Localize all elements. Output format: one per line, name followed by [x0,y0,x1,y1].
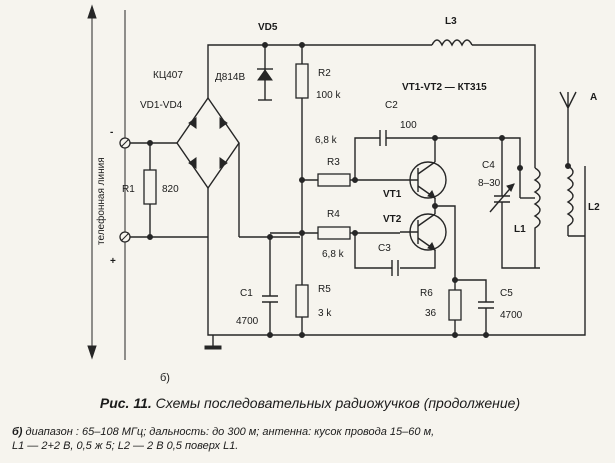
figure-sub-label: б) [160,372,170,384]
bridge-ref-label: VD1-VD4 [140,100,183,111]
c5-value: 4700 [500,310,523,321]
c1-value: 4700 [236,316,259,327]
r2-ref: R2 [318,68,331,79]
circuit-schematic: телефонная линия - + R1 820 КЦ407 VD1-VD… [87,4,600,360]
phone-line-arrow [87,4,97,360]
transistors-type-label: VT1-VT2 — КТ315 [402,82,487,93]
resistor-r4 [317,226,351,240]
resistor-r5 [295,284,309,318]
r1-value: 820 [162,184,179,195]
c3-ref: C3 [378,243,391,254]
c4-value: 8–30 [478,178,501,189]
zener-ref-label: VD5 [258,22,278,33]
l1-label: L1 [514,224,526,235]
r6-ref: R6 [420,288,433,299]
vt2-label: VT2 [383,214,402,225]
terminal-plus-label: + [110,256,116,267]
r5-value: 3 k [318,308,332,319]
c1-ref: C1 [240,288,253,299]
terminal-minus-label: - [110,127,113,138]
antenna [559,91,577,166]
bridge-type-label: КЦ407 [153,70,183,81]
ground-symbol [204,345,222,350]
notes-label: б) [12,426,23,438]
zener-vd5 [257,69,273,81]
phone-line-label: телефонная линия [95,157,107,245]
l2-label: L2 [588,202,600,213]
r3-ref: R3 [327,157,340,168]
junction-dots [147,42,571,338]
caption-number: Рис. 11. [99,395,152,411]
c2-ref: C2 [385,100,398,111]
l3-label: L3 [445,16,457,27]
c5-ref: C5 [500,288,513,299]
transistor-vt1 [400,161,447,199]
r3-value: 6,8 k [315,135,338,146]
inductor-l3 [431,39,473,47]
r4-ref: R4 [327,209,340,220]
inductor-l2 [566,165,574,236]
inductor-l1 [533,167,541,268]
figure-caption: Рис. 11. Схемы последовательных радиожуч… [10,395,610,411]
transistor-vt2 [400,213,447,251]
r5-ref: R5 [318,284,331,295]
r2-value: 100 k [316,90,341,101]
notes-line-2: L1 — 2+2 В, 0,5 ж 5; L2 — 2 В 0,5 поверх… [12,440,239,452]
vt1-label: VT1 [383,189,402,200]
resistor-r1 [143,169,157,205]
r4-value: 6,8 k [322,249,345,260]
c4-ref: C4 [482,160,495,171]
diode-bridge [176,96,240,190]
caption-text: Схемы последовательных радиожучков (прод… [155,395,521,411]
capacitor-c4 [494,138,540,269]
resistor-r3 [317,173,351,187]
antenna-label: А [590,92,597,103]
resistor-r2 [295,63,309,99]
r6-value: 36 [425,308,437,319]
r1-ref: R1 [122,184,135,195]
figure-notes: б) диапазон : 65–108 МГц; дальность: до … [12,425,602,453]
zener-type-label: Д814В [215,72,245,83]
notes-line-1: диапазон : 65–108 МГц; дальность: до 300… [25,426,435,438]
resistor-r6 [448,289,462,321]
c2-value: 100 [400,120,417,131]
